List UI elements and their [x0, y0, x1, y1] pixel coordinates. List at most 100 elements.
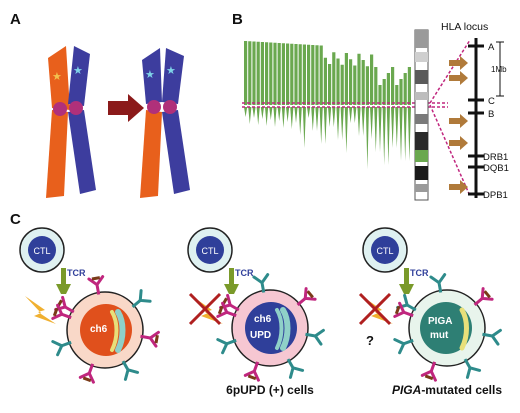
hla-molecule-peptide — [216, 301, 237, 318]
snp-bar-down — [407, 107, 411, 161]
snp-bar-down — [332, 107, 336, 127]
snp-bar-down — [403, 107, 407, 161]
tcr-label: TCR — [410, 268, 429, 278]
snp-bar-up — [332, 52, 336, 105]
hla-molecule-peptide — [393, 301, 414, 318]
snp-bar-down — [298, 107, 302, 135]
hla-molecule-empty — [305, 328, 325, 346]
snp-bar-down — [399, 107, 403, 161]
snp-bar-up — [370, 54, 374, 105]
snp-bar-up — [357, 53, 361, 105]
ctl-nucleus — [371, 236, 399, 264]
snp-bar-down — [395, 107, 399, 148]
hla-molecules — [51, 273, 502, 384]
snp-bar-up — [281, 43, 285, 105]
hla-gene-label: B — [488, 109, 494, 120]
snp-bar-up — [248, 41, 252, 105]
hla-molecule-peptide — [51, 303, 72, 320]
snp-bar-down — [382, 107, 386, 165]
tcr-receptor — [399, 284, 414, 294]
hla-gene-label: C — [488, 96, 495, 107]
star-icon: ★ — [166, 65, 176, 77]
snp-bar-up — [361, 60, 365, 105]
hla-molecule-empty — [51, 340, 72, 357]
centromere — [163, 100, 177, 114]
target-nucleus — [420, 302, 472, 354]
snp-bar-up — [323, 57, 327, 105]
snp-bar-up — [265, 42, 269, 105]
snp-bar-down — [378, 107, 382, 152]
snp-bar-down — [286, 107, 290, 122]
hla-molecule-empty — [121, 360, 140, 381]
snp-bar-down — [294, 107, 298, 123]
snp-bar-up — [336, 58, 340, 105]
chromosome-pair-before: ★ ★ — [46, 46, 96, 198]
snp-bar-down — [340, 107, 344, 140]
snp-bar-up — [302, 44, 306, 105]
snp-bar-down — [252, 107, 256, 118]
tcr-label: TCR — [235, 268, 254, 278]
cell-normal: CTL TCR ch6 — [19, 227, 144, 369]
ch6-label: ch6 — [254, 314, 272, 325]
upd-label: UPD — [250, 330, 271, 341]
snp-bar-down — [365, 107, 369, 169]
snp-bar-down — [386, 107, 390, 165]
snp-bar-up — [365, 66, 369, 105]
snp-bar-down — [319, 107, 323, 144]
recombination-arrow — [108, 94, 144, 122]
snp-bar-down — [391, 107, 395, 148]
snp-bar-up — [319, 45, 323, 105]
snp-bar-up — [382, 79, 386, 105]
snp-bar-up — [340, 64, 344, 105]
snp-bars — [244, 41, 411, 169]
snp-bar-up — [298, 44, 302, 105]
scale-bar-label: 1Mb — [491, 65, 507, 74]
snp-bar-up — [277, 43, 281, 105]
tcr-label: TCR — [67, 268, 86, 278]
snp-bar-up — [256, 41, 260, 105]
centromere — [53, 102, 67, 116]
tcr-receptor — [56, 284, 71, 294]
block-x-icon — [188, 292, 222, 326]
tcr-stalk — [229, 268, 234, 284]
hla-molecule-empty — [286, 358, 305, 379]
hla-gene-label: DQB1 — [483, 163, 509, 174]
ctl-nucleus — [196, 236, 224, 264]
star-icon: ★ — [52, 71, 62, 83]
cell-piga-mutated: CTL TCR ? PIGA mut PIGA-mutated cells — [358, 227, 502, 397]
snp-bar-up — [353, 65, 357, 105]
snp-bar-up — [286, 43, 290, 105]
snp-bar-down — [336, 107, 340, 140]
block-x-icon — [358, 292, 392, 326]
chromosome-ideogram — [414, 29, 429, 201]
snp-bar-down — [269, 107, 273, 120]
hla-molecule-empty — [252, 273, 270, 293]
scale-bar: 1Mb — [491, 41, 507, 97]
snp-bar-down — [357, 107, 361, 136]
snp-bar-up — [374, 67, 378, 105]
hla-molecule-peptide — [243, 361, 260, 382]
snp-bar-up — [294, 44, 298, 105]
snp-bar-up — [378, 85, 382, 105]
chromosome-glyph — [115, 309, 126, 353]
snp-bar-down — [344, 107, 348, 153]
chromosome-glyph — [280, 307, 291, 351]
zoom-connector — [429, 104, 471, 197]
hla-molecule-peptide — [473, 287, 494, 307]
snp-bar-down — [323, 107, 327, 144]
gene-arrows — [449, 56, 468, 194]
snp-bar-up — [386, 73, 390, 105]
snp-bar-down — [281, 107, 285, 128]
hla-locus-title: HLA locus — [441, 21, 488, 33]
hla-molecule-peptide — [87, 275, 105, 295]
snp-bar-down — [353, 107, 357, 123]
panel-b-label: B — [232, 11, 243, 28]
tcr-stalk — [404, 268, 409, 284]
hla-molecule-peptide — [420, 361, 437, 382]
star-icon: ★ — [145, 69, 155, 81]
hla-molecule-peptide — [78, 363, 95, 384]
snp-bar-up — [349, 59, 353, 105]
ch6-label: ch6 — [90, 324, 108, 335]
chromosome-glyph — [110, 310, 119, 352]
